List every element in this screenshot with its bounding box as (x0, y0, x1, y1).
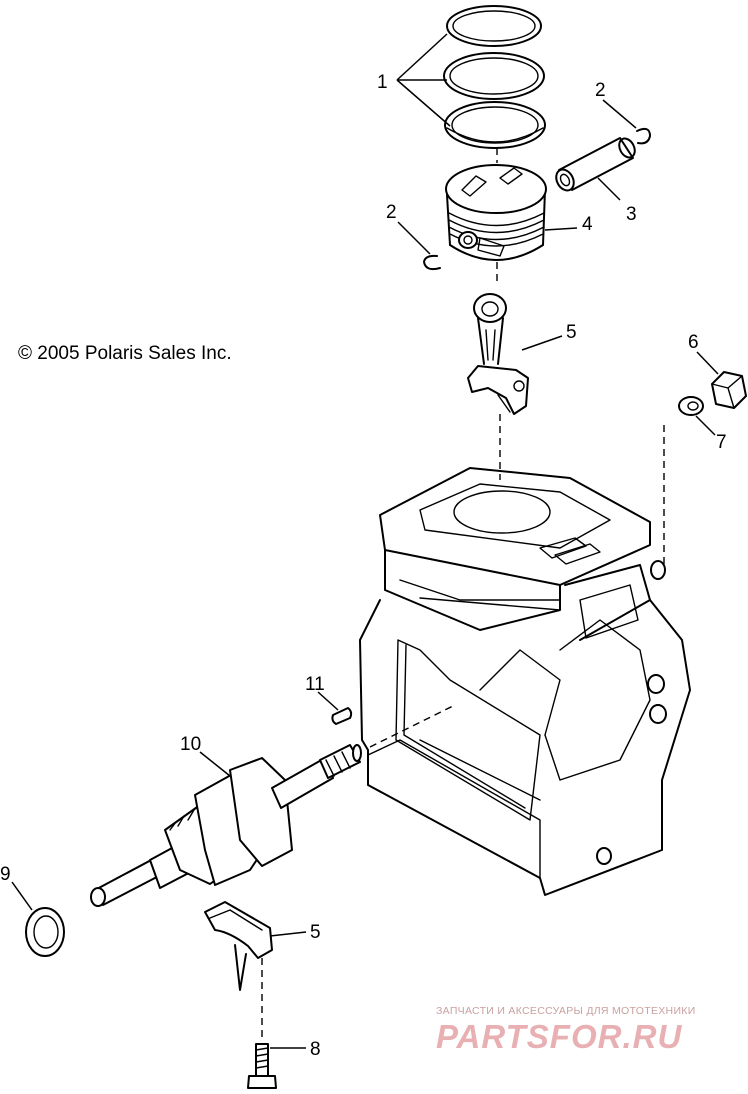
callout-11: 11 (305, 674, 325, 695)
bolt (247, 1043, 277, 1089)
crankcase-block (359, 467, 691, 896)
callout-6: 6 (688, 332, 699, 353)
callout-4: 4 (582, 214, 593, 235)
oil-seal (25, 907, 65, 957)
woodruff-key (331, 707, 353, 725)
lock-washer (678, 396, 704, 416)
nut (711, 371, 747, 409)
callout-2-left: 2 (386, 202, 397, 223)
piston-rings (443, 5, 546, 149)
connecting-rod-cap (204, 901, 273, 991)
leader-lines (11, 33, 719, 1049)
callout-2-top: 2 (595, 80, 606, 101)
callout-5-cap: 5 (310, 922, 321, 943)
callout-1: 1 (377, 72, 388, 93)
callout-8: 8 (310, 1039, 321, 1060)
wrist-pin (555, 137, 636, 192)
callout-7: 7 (716, 432, 727, 453)
callout-10: 10 (180, 734, 201, 755)
callout-5-rod: 5 (566, 322, 577, 343)
watermark-logo: PARTSFOR.RU (436, 1018, 683, 1055)
callout-9: 9 (0, 864, 11, 885)
circlip-left (423, 254, 441, 271)
circlip-right (636, 127, 651, 145)
callout-3: 3 (626, 204, 637, 225)
callout-labels: 1 2 2 3 4 5 5 6 7 8 9 10 11 (0, 72, 727, 1060)
crankshaft (90, 744, 362, 907)
watermark-tagline: ЗАПЧАСТИ И АКСЕССУАРЫ ДЛЯ МОТОТЕХНИКИ (436, 1005, 696, 1017)
connecting-rod (467, 293, 529, 415)
piston (445, 164, 547, 261)
copyright-notice: © 2005 Polaris Sales Inc. (18, 343, 232, 364)
